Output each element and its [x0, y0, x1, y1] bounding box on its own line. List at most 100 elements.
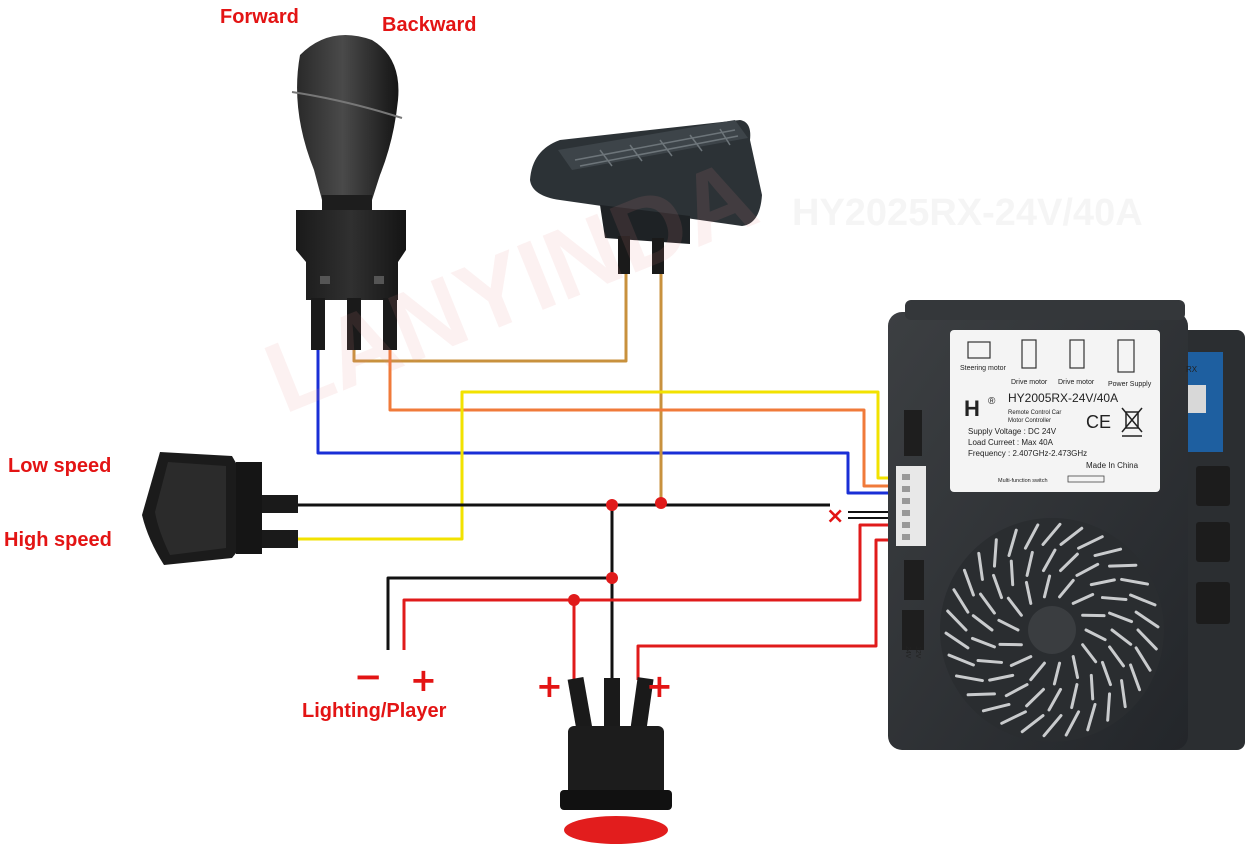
unused-wire-cross-symbol: × — [826, 504, 845, 529]
load-current: Load Curreet : Max 40A — [968, 438, 1054, 447]
controller-connector — [896, 466, 926, 546]
fan-slat — [1071, 655, 1080, 680]
fan-slat — [992, 538, 998, 568]
icon-label-steering: Steering motor — [960, 365, 1007, 372]
controller-plug — [1196, 582, 1230, 624]
high-speed-label: High speed — [4, 529, 112, 551]
pedal-grip — [574, 128, 739, 167]
fan-slat — [952, 588, 970, 614]
fan-slat — [1009, 655, 1033, 668]
low-speed-label: Low speed — [8, 455, 112, 477]
fan-slat — [1064, 710, 1081, 737]
fan-slat — [1110, 628, 1133, 646]
fan-slat — [992, 573, 1004, 600]
lighting-minus-symbol: − — [354, 657, 383, 697]
button-cap — [564, 816, 668, 844]
controller-side-component — [902, 610, 924, 650]
fan-slat — [1075, 562, 1100, 577]
fan-slat — [981, 702, 1011, 713]
controller-logo: H — [964, 396, 980, 421]
forward-label: Forward — [220, 6, 299, 28]
controller-connector-small — [904, 410, 922, 456]
fan-slat — [1089, 578, 1116, 587]
rocker-switch — [142, 452, 298, 565]
fan-slat — [1089, 673, 1095, 701]
fan-slat — [997, 618, 1020, 632]
shifter-knob-ring — [291, 91, 403, 119]
icon-label-drive-2: Drive motor — [1058, 379, 1095, 386]
fan-slat — [1041, 522, 1062, 546]
wire-red-lighting — [402, 523, 890, 650]
fan-slat — [1020, 714, 1045, 734]
drive-motor-icon — [1069, 339, 1085, 369]
wire-blue — [316, 350, 890, 495]
junction-dot — [606, 572, 618, 584]
controller-subtitle-2: Motor Controller — [1008, 418, 1051, 424]
icon-label-drive-1: Drive motor — [1011, 379, 1048, 386]
backward-label: Backward — [382, 14, 477, 36]
rocker-housing — [236, 462, 262, 554]
fan-slat — [944, 631, 970, 650]
side-label-24v: 24V — [904, 646, 911, 659]
fan-slat — [1007, 528, 1018, 558]
controller-subtitle-1: Remote Control Car — [1008, 410, 1061, 416]
fan-slat — [1024, 580, 1033, 605]
fan-slat — [970, 636, 996, 649]
controller-plug — [1196, 466, 1230, 506]
button-body — [568, 726, 664, 796]
shifter-switch-tab — [374, 276, 384, 284]
ce-mark: CE — [1086, 412, 1111, 432]
fan-slat — [979, 592, 996, 615]
button-pin-right — [630, 677, 654, 731]
controller-label — [950, 330, 1160, 492]
fan-slat — [1052, 661, 1062, 686]
fan-slat — [988, 673, 1015, 682]
fan-slat — [1120, 577, 1150, 586]
shifter-pin-middle — [347, 298, 361, 350]
motor-controller — [888, 300, 1245, 750]
fan-slat — [1134, 610, 1160, 629]
junction-dot — [606, 499, 618, 511]
pedal-switch — [600, 205, 690, 244]
recycle-bin-icon — [1121, 407, 1143, 437]
push-button — [560, 677, 672, 844]
controller-connector-bottom — [904, 560, 924, 600]
button-pin-middle — [604, 678, 620, 730]
junction-dots — [568, 497, 667, 606]
pedal-pin-right — [652, 238, 664, 274]
fan-slat — [1059, 526, 1084, 546]
fan-slat — [1106, 692, 1112, 722]
fan-slat — [1029, 661, 1046, 682]
registered-mark: ® — [988, 396, 996, 407]
icon-label-power: Power Supply — [1108, 381, 1152, 388]
fan-slat — [1006, 596, 1023, 617]
shifter-knob — [297, 35, 399, 200]
wire-black-lighting — [386, 576, 612, 650]
fan-slat — [1081, 643, 1098, 664]
fan-slat — [1000, 710, 1027, 725]
icon-row — [967, 339, 1135, 373]
fan-slat — [1009, 559, 1015, 587]
side-label-rx: RX — [1186, 365, 1198, 374]
power-supply-icon — [1117, 339, 1135, 373]
fan-slat — [1086, 702, 1097, 732]
fan-slat — [947, 653, 975, 667]
fan-slat — [1100, 660, 1112, 687]
shifter-pin-right — [383, 298, 397, 350]
switch-pin-row — [1067, 475, 1105, 483]
drive-motor-icon — [1021, 339, 1037, 369]
rocker-terminal-bottom — [262, 530, 298, 548]
wire-yellow — [298, 390, 890, 541]
fan-slat — [1071, 592, 1095, 605]
fan-slat — [1120, 679, 1127, 709]
foot-pedal — [530, 120, 762, 274]
controller-label-content: Steering motor Drive motor Drive motor P… — [904, 339, 1198, 659]
fan-slat — [1070, 683, 1079, 710]
junction-dot — [655, 497, 667, 509]
fan-slat — [1058, 578, 1075, 599]
fan-slat — [1129, 663, 1142, 692]
fan-slat — [1134, 646, 1152, 672]
shifter-pin-left — [311, 298, 325, 350]
gear-shifter — [291, 35, 406, 350]
shifter-switch-tab — [320, 276, 330, 284]
